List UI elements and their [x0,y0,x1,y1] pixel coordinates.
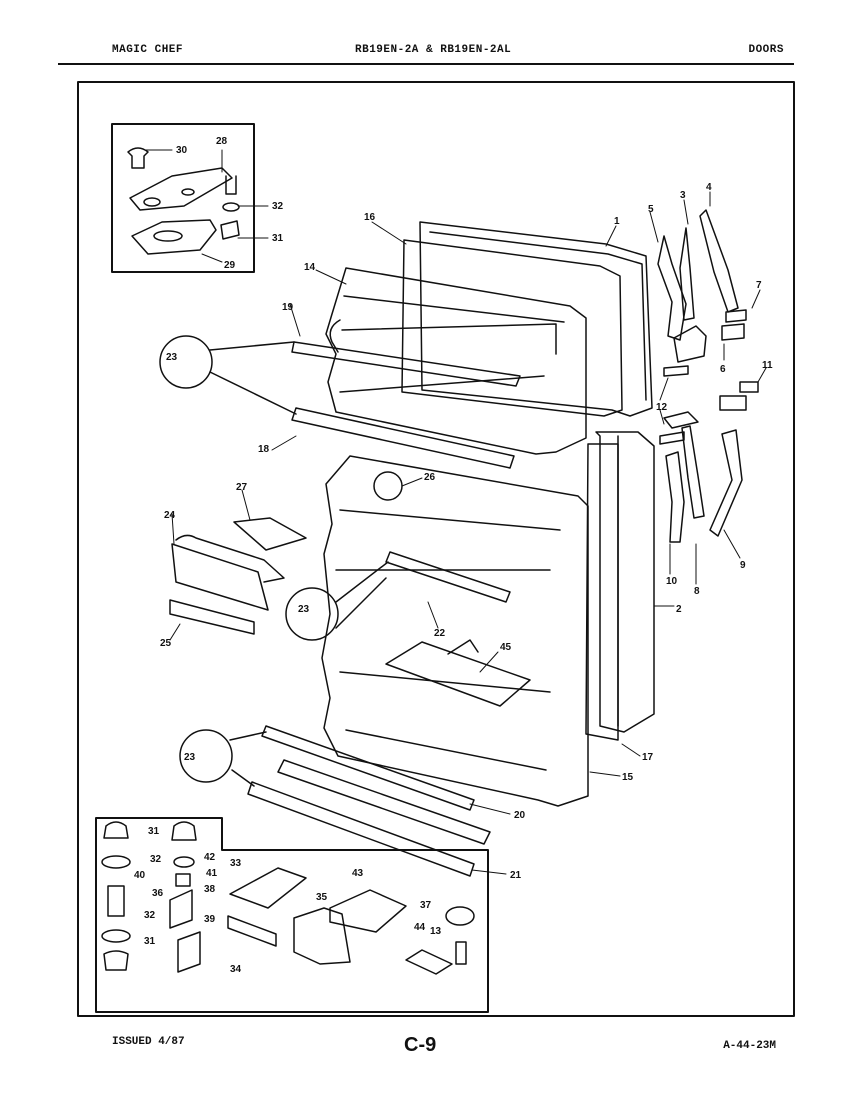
inset-hinge-top [111,123,255,273]
detail-circle-middle [285,587,339,641]
door-shelf-20b [277,759,491,845]
fresh-food-gasket [585,443,619,741]
header-rule [58,63,794,65]
callout-3: 3 [680,190,686,201]
callout-32-bottom-a: 32 [150,854,162,865]
leader-lines [145,149,767,875]
dairy-door [169,599,255,635]
callout-28: 28 [216,136,228,147]
callout-6: 6 [720,364,726,375]
freezer-inner-door [325,267,587,455]
callout-37: 37 [420,900,432,911]
callout-31-bottom-b: 31 [144,936,156,947]
callout-44: 44 [414,922,426,933]
callout-26: 26 [424,472,436,483]
callout-42: 42 [204,852,216,863]
callout-14: 14 [304,262,316,273]
callout-21: 21 [510,870,522,881]
callout-25: 25 [160,638,172,649]
callout-17: 17 [642,752,654,763]
freezer-door-liner [419,221,653,417]
header-models: RB19EN-2A & RB19EN-2AL [355,44,512,56]
door-shelf-22 [385,551,511,603]
callout-31-bottom-a: 31 [148,826,160,837]
callout-40: 40 [134,870,146,881]
callout-2: 2 [676,604,682,615]
callout-18: 18 [258,444,270,455]
freezer-shelf-rail [291,341,521,387]
header-brand: MAGIC CHEF [112,44,184,56]
callout-1: 1 [614,216,620,227]
fresh-food-door-liner [595,431,655,733]
header-section: DOORS [748,44,784,56]
callout-36: 36 [152,888,164,899]
callout-10: 10 [666,576,678,587]
callout-13: 13 [430,926,442,937]
footer-page: C-9 [404,1034,437,1056]
callout-11: 11 [762,360,773,371]
callout-27: 27 [236,482,248,493]
detail-leader-upper [209,341,297,415]
top-hinge-parts [127,147,240,255]
callout-23-lower: 23 [184,752,196,763]
callout-22: 22 [434,628,446,639]
freezer-shelf-front [291,407,515,469]
callout-35: 35 [316,892,328,903]
callout-38: 38 [204,884,216,895]
callout-23-upper: 23 [166,352,178,363]
callout-29: 29 [224,260,236,271]
right-hinge-parts [657,209,759,543]
callout-9: 9 [740,560,746,571]
detail-circle-upper [159,335,213,389]
callout-45: 45 [500,642,512,653]
callout-labels: 1 2 3 4 5 6 7 8 9 10 11 12 13 14 15 16 1… [134,136,773,975]
callout-24: 24 [164,510,176,521]
callout-5: 5 [648,204,654,215]
callout-16: 16 [364,212,376,223]
diagram-frame [77,81,795,1017]
detail-circle-lower [179,729,233,783]
callout-4: 4 [706,182,712,193]
callout-7: 7 [756,280,762,291]
callout-8: 8 [694,586,700,597]
callout-15: 15 [622,772,634,783]
bottom-hinge-parts [101,821,475,975]
footer-code: A-44-23M [723,1040,776,1052]
callout-20: 20 [514,810,526,821]
inset-hinge-bottom [95,817,489,1013]
callout-33: 33 [230,858,242,869]
detail-leader-middle [335,561,389,629]
freezer-gasket [401,239,623,417]
dairy-compartment [171,534,285,611]
callout-12: 12 [656,402,668,413]
callout-43: 43 [352,868,364,879]
door-shelf-21 [247,781,475,877]
butter-door [233,517,307,551]
callout-23-middle: 23 [298,604,310,615]
footer-issued: ISSUED 4/87 [112,1036,185,1048]
callout-19: 19 [282,302,294,313]
egg-tray [385,639,531,707]
callout-30: 30 [176,145,188,156]
callout-32-top: 32 [272,201,284,212]
callout-34: 34 [230,964,242,975]
detail-leader-lower [229,731,267,787]
callout-39: 39 [204,914,216,925]
callout-31-top: 31 [272,233,284,244]
detail-circle-26 [373,471,403,501]
callout-32-bottom-b: 32 [144,910,156,921]
fresh-food-inner-door [321,455,589,807]
callout-41: 41 [206,868,218,879]
